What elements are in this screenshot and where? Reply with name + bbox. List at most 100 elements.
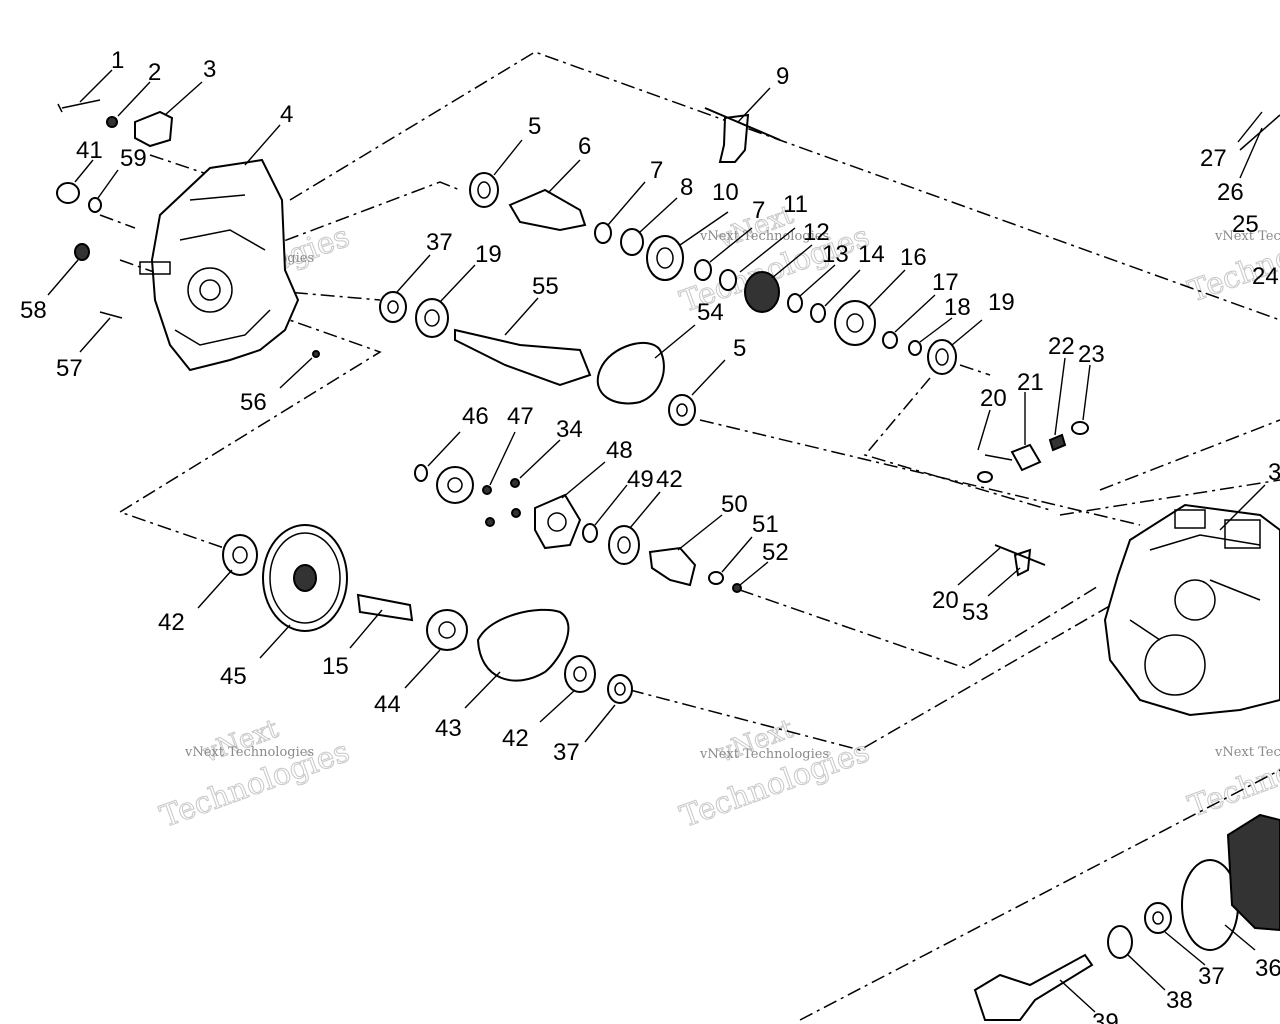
callout-58: 58 — [20, 297, 47, 324]
shift-fork-9 — [704, 107, 781, 163]
ring-11 — [719, 269, 737, 291]
ring-14 — [810, 303, 826, 323]
bolt-47a — [482, 485, 492, 495]
ring-59 — [88, 197, 102, 213]
bearing-5b — [668, 394, 696, 426]
spring-22 — [1048, 433, 1067, 452]
callout-13: 13 — [822, 241, 849, 268]
callout-2: 2 — [148, 59, 161, 86]
chain-43 — [476, 608, 570, 682]
svg-text:vNext Technologies: vNext Technologies — [1214, 229, 1280, 244]
detent-21 — [1010, 443, 1042, 472]
callout-37a: 37 — [426, 229, 453, 256]
seal-41 — [56, 182, 80, 204]
svg-text:vNext Technologies: vNext Technologies — [1214, 745, 1280, 760]
callout-20a: 20 — [980, 385, 1007, 412]
bearing-37a — [379, 291, 407, 323]
callout-9: 9 — [776, 63, 789, 90]
bearing-42b — [222, 534, 258, 576]
callout-44: 44 — [374, 691, 401, 718]
callout-38: 38 — [1166, 987, 1193, 1014]
callout-22: 22 — [1048, 333, 1075, 360]
bearing-19a — [927, 339, 957, 375]
callout-59: 59 — [120, 145, 147, 172]
plug-58 — [74, 243, 90, 261]
bolt-47d — [511, 508, 521, 518]
gear-16 — [834, 300, 876, 346]
svg-text:Technologies: Technologies — [1184, 724, 1280, 825]
washer-2 — [106, 116, 118, 128]
leader-lines — [47, 69, 1266, 1013]
callout-23: 23 — [1078, 341, 1105, 368]
washer-7a — [594, 222, 612, 244]
callout-7b: 7 — [752, 197, 765, 224]
callout-21: 21 — [1017, 369, 1044, 396]
callout-19a: 19 — [988, 289, 1015, 316]
callout-56: 56 — [240, 389, 267, 416]
callout-12: 12 — [803, 219, 830, 246]
watermark-bottom-center: vNext Technologies vNext Technologies — [675, 713, 875, 835]
callout-55: 55 — [532, 273, 559, 300]
callout-25: 25 — [1232, 211, 1259, 238]
callout-19b: 19 — [475, 241, 502, 268]
callout-36: 36 — [1255, 955, 1280, 982]
callout-39: 39 — [1092, 1009, 1119, 1024]
pin-57 — [99, 311, 123, 319]
chain-54 — [596, 341, 665, 405]
bolt-47c — [485, 517, 495, 527]
watermark-bottom-left: vNext Technologies vNext Technologies — [155, 713, 355, 835]
nut-52 — [732, 583, 742, 593]
callout-14: 14 — [858, 241, 885, 268]
callout-34: 34 — [556, 416, 583, 443]
callout-16: 16 — [900, 244, 927, 271]
sprocket-46 — [436, 466, 474, 504]
callout-37c: 37 — [1198, 963, 1225, 990]
callout-51: 51 — [752, 511, 779, 538]
callout-54: 54 — [697, 299, 724, 326]
callout-52: 52 — [762, 539, 789, 566]
bolt-1 — [57, 99, 101, 113]
bearing-37b — [607, 674, 633, 704]
callout-10: 10 — [712, 179, 739, 206]
bolt-47b — [510, 478, 520, 488]
washer-51 — [708, 571, 724, 585]
fork-53 — [994, 544, 1046, 577]
callout-50: 50 — [721, 491, 748, 518]
ring-38 — [1107, 925, 1133, 959]
svg-text:vNext Technologies: vNext Technologies — [699, 747, 829, 762]
left-case-half — [139, 158, 300, 372]
callout-27: 27 — [1200, 145, 1227, 172]
callout-42b: 42 — [158, 609, 185, 636]
callout-47: 47 — [507, 403, 534, 430]
washer-17 — [882, 331, 898, 349]
gear-12 — [744, 271, 780, 313]
ring-23 — [1071, 421, 1089, 435]
washer-13 — [787, 293, 803, 313]
bearing-42c — [564, 655, 596, 693]
shaft-39 — [973, 953, 1094, 1021]
callout-20b: 20 — [932, 587, 959, 614]
callout-26: 26 — [1217, 179, 1244, 206]
hub-right — [1226, 813, 1280, 932]
shaft-55 — [454, 328, 592, 387]
callout-11: 11 — [783, 191, 808, 218]
bearing-5a — [469, 172, 499, 208]
plate-48 — [534, 493, 582, 550]
callout-57: 57 — [56, 355, 83, 382]
bearing-19b — [415, 298, 449, 338]
callout-8: 8 — [680, 174, 693, 201]
callout-48: 48 — [606, 437, 633, 464]
ring-49 — [582, 523, 598, 543]
callout-43: 43 — [435, 715, 462, 742]
svg-text:vNext Technologies: vNext Technologies — [184, 745, 314, 760]
callout-6: 6 — [578, 133, 591, 160]
callout-15: 15 — [322, 653, 349, 680]
block-3 — [134, 110, 174, 148]
bearing-42a — [608, 525, 640, 565]
callout-49: 49 — [627, 466, 654, 493]
callout-53: 53 — [962, 599, 989, 626]
callout-42a: 42 — [656, 466, 683, 493]
callout-labels: 1 2 3 4 5 6 7 8 9 10 7 11 12 13 14 16 17… — [20, 47, 1280, 1024]
callout-42c: 42 — [502, 725, 529, 752]
